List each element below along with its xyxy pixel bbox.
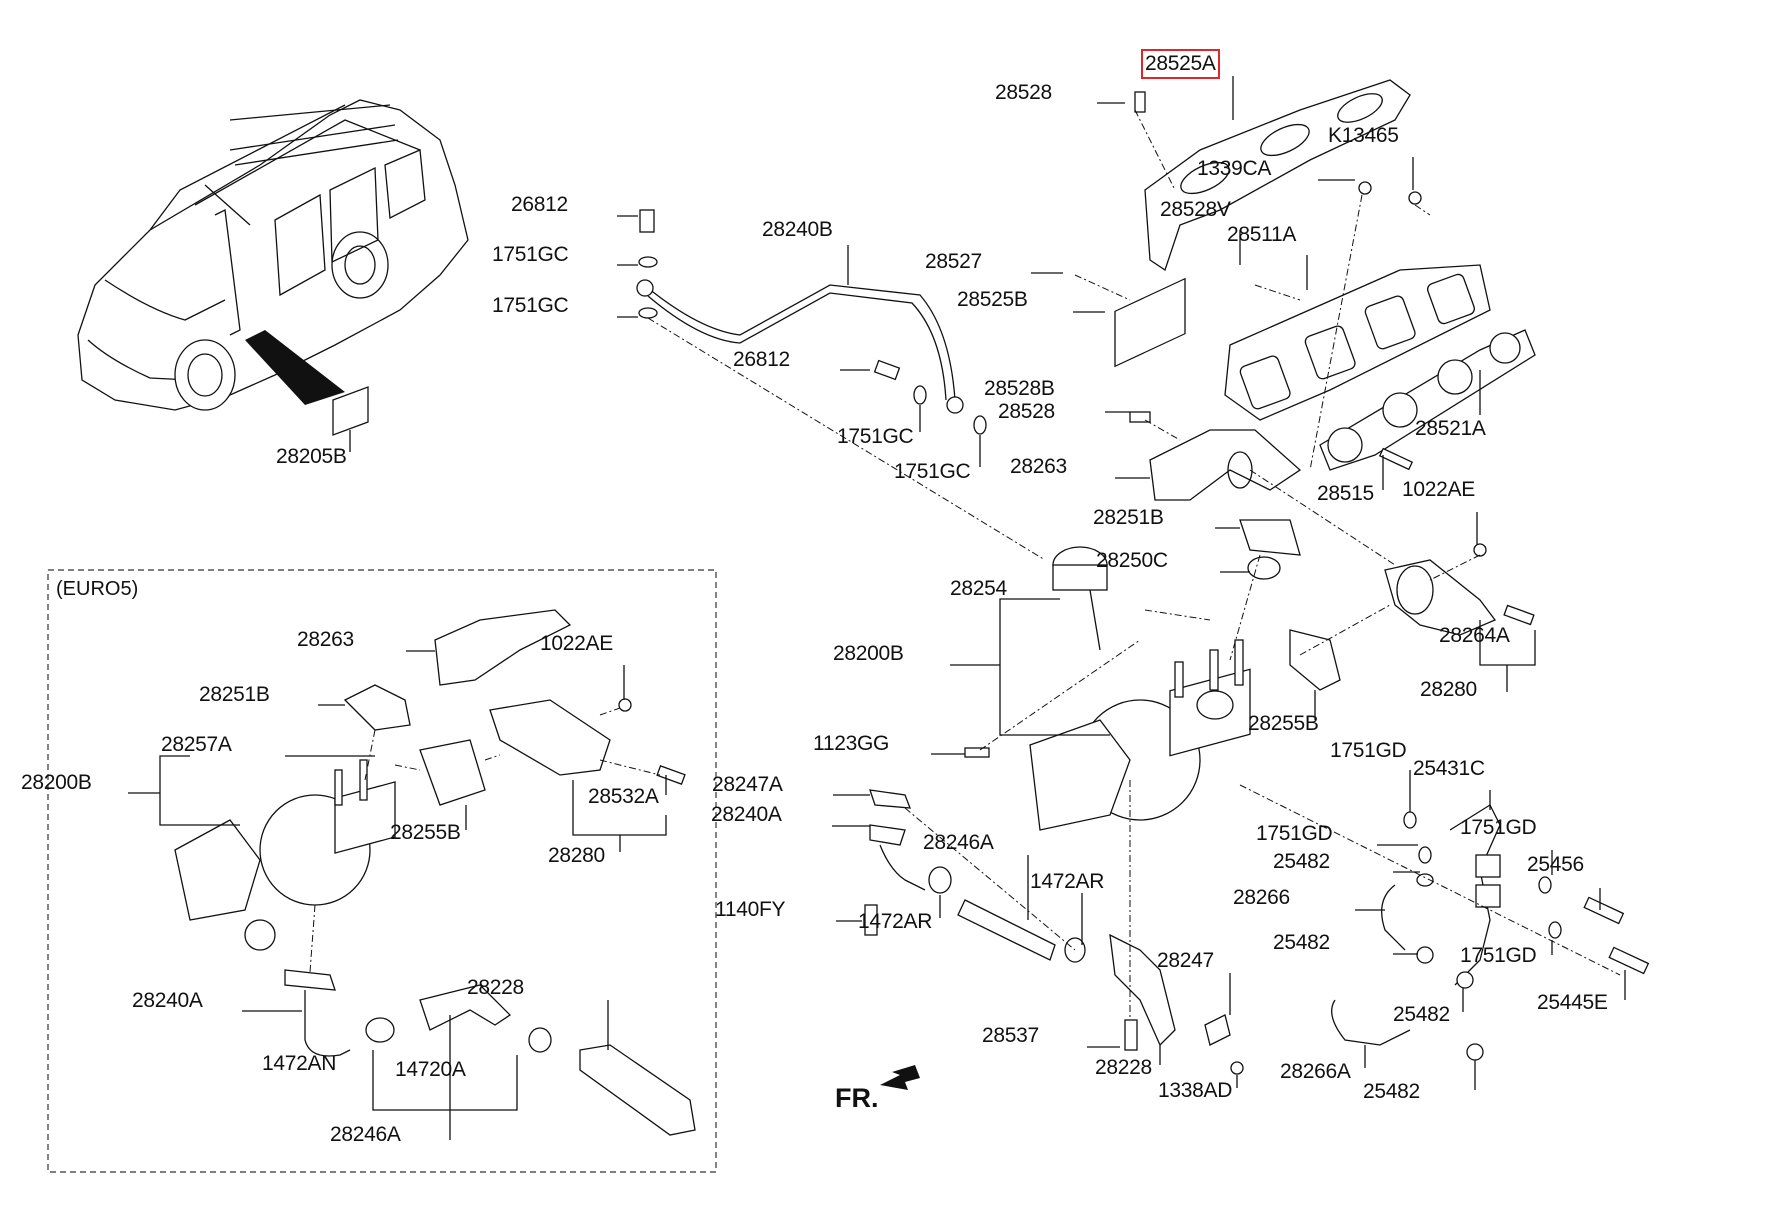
van-illustration (77, 99, 469, 452)
manifold-gasket (1319, 329, 1536, 471)
euro5-outlet-elbow (489, 699, 611, 776)
part-label-1123gg[interactable]: 1123GG (813, 732, 890, 755)
part-label-1751gd[interactable]: 1751GD (1460, 944, 1537, 967)
part-label-28240a[interactable]: 28240A (132, 989, 203, 1012)
part-label-1751gd[interactable]: 1751GD (1330, 739, 1407, 762)
part-label-1751gc[interactable]: 1751GC (492, 294, 569, 317)
part-label-1472an[interactable]: 1472AN (262, 1052, 337, 1075)
part-label-1751gc[interactable]: 1751GC (837, 425, 914, 448)
part-label-26812[interactable]: 26812 (733, 348, 790, 371)
euro5-gasket-28255B (419, 739, 486, 806)
heat-shield-lower (1129, 411, 1302, 501)
part-label-28528b[interactable]: 28528B (984, 377, 1055, 400)
part-label-1022ae[interactable]: 1022AE (540, 632, 613, 655)
euro5-section-label: (EURO5) (56, 578, 139, 600)
label-plate (332, 386, 369, 436)
part-label-28521a[interactable]: 28521A (1415, 417, 1486, 440)
part-label-1472ar[interactable]: 1472AR (1030, 870, 1105, 893)
part-label-1751gc[interactable]: 1751GC (894, 460, 971, 483)
part-label-28528[interactable]: 28528 (998, 400, 1055, 423)
gasket-28251B (1239, 519, 1301, 556)
part-label-28528[interactable]: 28528 (995, 81, 1052, 104)
euro5-parts (174, 609, 696, 1136)
part-label-25482[interactable]: 25482 (1273, 850, 1330, 873)
part-label-28228[interactable]: 28228 (1095, 1056, 1152, 1079)
part-label-28228[interactable]: 28228 (467, 976, 524, 999)
euro5-heat-shield (434, 609, 572, 686)
part-label-28205b[interactable]: 28205B (276, 445, 347, 468)
gasket-28250C (1247, 556, 1281, 580)
leader-lines (128, 76, 1626, 1140)
part-label-1751gc[interactable]: 1751GC (492, 243, 569, 266)
part-label-28532a[interactable]: 28532A (588, 785, 659, 808)
part-label-28255b[interactable]: 28255B (390, 821, 461, 844)
part-label-1338ad[interactable]: 1338AD (1158, 1079, 1233, 1102)
oil-return-center (864, 780, 1244, 1075)
part-label-28254[interactable]: 28254 (950, 577, 1007, 600)
part-label-28246a[interactable]: 28246A (923, 831, 994, 854)
euro5-hose (419, 984, 512, 1031)
part-label-28247a[interactable]: 28247A (712, 773, 783, 796)
part-label-k13465[interactable]: K13465 (1328, 124, 1399, 147)
euro5-section-box (47, 569, 717, 1173)
part-label-28515[interactable]: 28515 (1317, 482, 1374, 505)
part-label-1140fy[interactable]: 1140FY (715, 898, 786, 921)
part-label-25482[interactable]: 25482 (1363, 1080, 1420, 1103)
part-label-28537[interactable]: 28537 (982, 1024, 1039, 1047)
part-label-28525a[interactable]: 28525A (1141, 49, 1220, 79)
front-direction-label: FR. (835, 1083, 879, 1113)
part-label-28200b[interactable]: 28200B (833, 642, 904, 665)
part-label-1339ca[interactable]: 1339CA (1197, 157, 1272, 180)
part-label-28247[interactable]: 28247 (1157, 949, 1214, 972)
part-label-28240b[interactable]: 28240B (762, 218, 833, 241)
part-label-28527[interactable]: 28527 (925, 250, 982, 273)
part-label-28246a[interactable]: 28246A (330, 1123, 401, 1146)
wastegate-actuator (1052, 546, 1108, 651)
part-label-25431c[interactable]: 25431C (1413, 757, 1485, 780)
part-label-28250c[interactable]: 28250C (1096, 549, 1168, 572)
euro5-gasket-28251B (343, 684, 411, 731)
hose-28246A (957, 899, 1056, 961)
part-label-28511a[interactable]: 28511A (1227, 223, 1297, 246)
assembly-lines (309, 109, 1481, 973)
part-label-28251b[interactable]: 28251B (199, 683, 270, 706)
part-label-28264a[interactable]: 28264A (1439, 624, 1510, 647)
exhaust-manifold (1114, 264, 1491, 421)
part-label-28525b[interactable]: 28525B (957, 288, 1028, 311)
part-label-25482[interactable]: 25482 (1273, 931, 1330, 954)
part-label-25482[interactable]: 25482 (1393, 1003, 1450, 1026)
part-label-28263[interactable]: 28263 (297, 628, 354, 651)
part-label-28200b[interactable]: 28200B (21, 771, 92, 794)
bracket-28228 (1109, 933, 1176, 1047)
part-label-25445e[interactable]: 25445E (1537, 991, 1608, 1014)
part-label-28280[interactable]: 28280 (1420, 678, 1477, 701)
oil-feed-pipe (636, 209, 1046, 561)
front-arrow-icon (880, 1065, 920, 1090)
part-label-14720a[interactable]: 14720A (395, 1058, 466, 1081)
part-label-28251b[interactable]: 28251B (1093, 506, 1164, 529)
heat-shield-upper (1134, 79, 1422, 272)
part-label-28280[interactable]: 28280 (548, 844, 605, 867)
part-label-1751gd[interactable]: 1751GD (1460, 816, 1537, 839)
part-label-25456[interactable]: 25456 (1527, 853, 1584, 876)
turbocharger-main (964, 639, 1251, 831)
part-label-28528v[interactable]: 28528V (1160, 198, 1231, 221)
part-label-28255b[interactable]: 28255B (1248, 712, 1319, 735)
part-label-1022ae[interactable]: 1022AE (1402, 478, 1475, 501)
part-label-26812[interactable]: 26812 (511, 193, 568, 216)
part-label-28240a[interactable]: 28240A (711, 803, 782, 826)
outlet-elbow (1384, 543, 1535, 636)
part-label-1472ar[interactable]: 1472AR (858, 910, 933, 933)
part-label-28266[interactable]: 28266 (1233, 886, 1290, 909)
gasket-28255B (1289, 629, 1341, 691)
part-label-28257a[interactable]: 28257A (161, 733, 232, 756)
part-label-28263[interactable]: 28263 (1010, 455, 1067, 478)
euro5-bracket (579, 1044, 696, 1136)
callout-pointer (245, 330, 345, 405)
part-label-1751gd[interactable]: 1751GD (1256, 822, 1333, 845)
part-label-28266a[interactable]: 28266A (1280, 1060, 1351, 1083)
